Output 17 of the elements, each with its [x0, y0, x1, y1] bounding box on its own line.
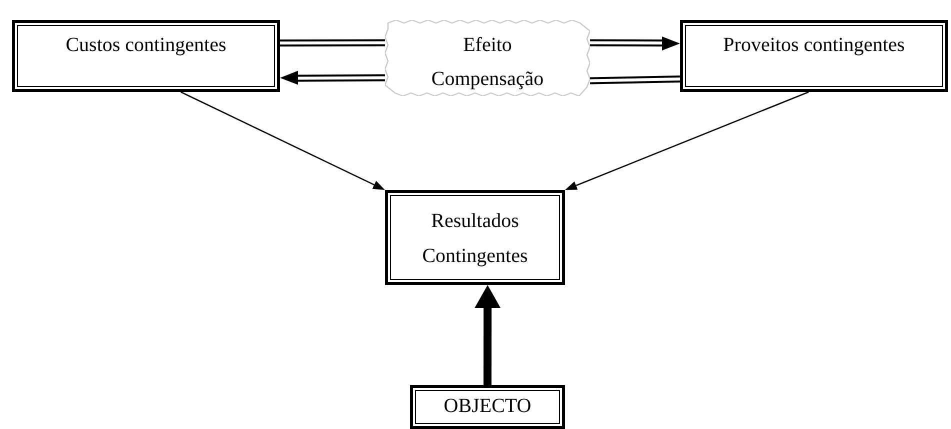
object-box [410, 385, 565, 429]
node-label: Resultados Contingentes [421, 209, 529, 269]
node-label: OBJECTO [444, 394, 532, 419]
result-box [385, 190, 565, 285]
node-label: Efeito Compensação [430, 33, 545, 92]
double-arrow [279, 39, 386, 47]
arrow [565, 91, 809, 190]
double-arrow [280, 70, 386, 85]
wavy-text-box [385, 20, 590, 96]
arrow [474, 285, 501, 385]
double-arrow [589, 36, 680, 50]
arrow [180, 91, 385, 190]
double-arrow [588, 76, 682, 84]
process-box [680, 20, 948, 92]
process-box [12, 20, 280, 92]
node-label: Custos contingentes [66, 33, 226, 58]
node-label: Proveitos contingentes [723, 33, 905, 58]
